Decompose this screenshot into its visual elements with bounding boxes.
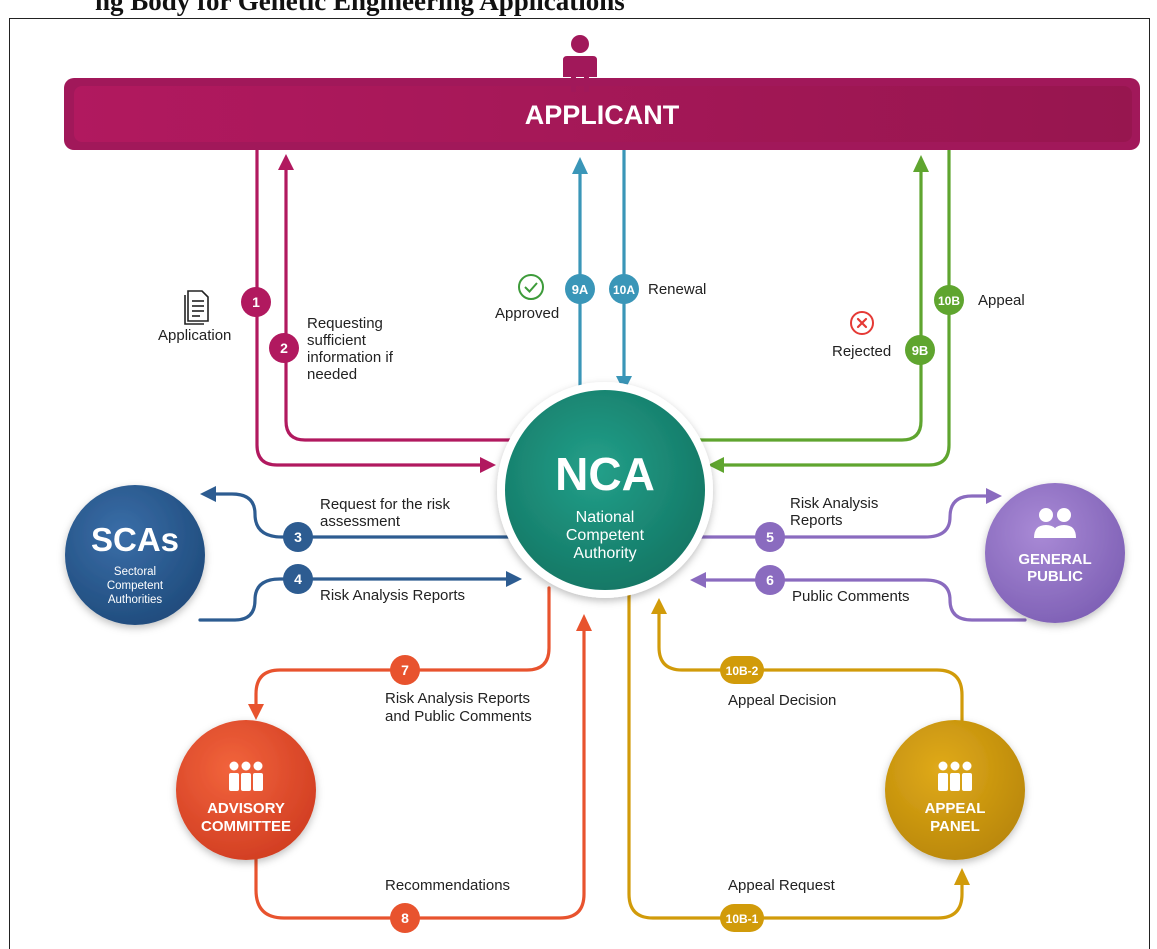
label-appeal-decision: Appeal Decision — [728, 692, 836, 709]
step-10a: 10A — [613, 283, 635, 297]
advisory-line1: ADVISORY — [207, 800, 285, 817]
arrow-request-risk-assessment — [212, 492, 510, 539]
step-2: 2 — [280, 340, 288, 356]
label-requesting-2: sufficient — [307, 332, 367, 349]
label-requesting-4: needed — [307, 366, 357, 383]
label-risk-reports-public-1: Risk Analysis — [790, 495, 878, 512]
label-approved: Approved — [495, 305, 559, 322]
check-circle-icon — [518, 274, 544, 300]
label-recommendations: Recommendations — [385, 877, 510, 894]
nca-line1: National — [576, 509, 635, 526]
step-badges — [241, 274, 964, 933]
scas-abbr: SCAs — [91, 521, 179, 558]
arrow-recommendations — [254, 628, 586, 920]
general-public-line1: GENERAL — [1018, 551, 1091, 568]
document-icon — [184, 290, 209, 325]
arrow-appeal — [720, 148, 951, 467]
label-risk-reports-scas: Risk Analysis Reports — [320, 587, 465, 604]
step-7: 7 — [401, 662, 409, 678]
arrow-requesting-information — [284, 166, 514, 442]
step-5: 5 — [766, 529, 774, 545]
arrow-reports-to-advisory — [254, 586, 551, 707]
step-9b: 9B — [912, 343, 929, 358]
page-heading-text: ng Body for Genetic Engineering Applicat… — [95, 0, 625, 16]
scas-line3: Authorities — [108, 594, 163, 606]
appeal-panel-line2: PANEL — [930, 818, 980, 835]
arrow-appeal-decision — [657, 610, 964, 722]
people-icon — [1034, 508, 1076, 538]
applicant-bar — [64, 78, 1140, 150]
step-6: 6 — [766, 572, 774, 588]
label-application: Application — [158, 327, 231, 344]
label-appeal-request: Appeal Request — [728, 877, 836, 894]
step-1: 1 — [252, 294, 260, 310]
nca-line2: Competent — [566, 527, 645, 544]
label-risk-and-comments-2: and Public Comments — [385, 708, 532, 725]
label-rejected: Rejected — [832, 343, 891, 360]
arrow-risk-reports-to-public — [698, 494, 990, 539]
nca-abbr: NCA — [555, 448, 655, 500]
label-appeal: Appeal — [978, 292, 1025, 309]
arrow-risk-reports-to-nca — [198, 577, 510, 622]
x-circle-icon — [850, 311, 874, 335]
applicant-title: APPLICANT — [525, 100, 680, 130]
label-public-comments: Public Comments — [792, 588, 910, 605]
label-requesting-3: information if — [307, 349, 394, 366]
label-requesting-1: Requesting — [307, 315, 383, 332]
label-risk-reports-public-2: Reports — [790, 512, 843, 529]
step-10b: 10B — [938, 294, 960, 308]
nca-node — [497, 382, 713, 598]
appeal-panel-line1: APPEAL — [925, 800, 986, 817]
general-public-line2: PUBLIC — [1027, 568, 1083, 585]
step-10b-2: 10B-2 — [726, 664, 759, 678]
step-8: 8 — [401, 910, 409, 926]
diagram-frame — [9, 18, 1150, 949]
scas-line1: Sectoral — [114, 566, 156, 578]
step-10b-1: 10B-1 — [726, 912, 759, 926]
scas-node — [65, 485, 205, 625]
label-risk-and-comments-1: Risk Analysis Reports — [385, 690, 530, 707]
step-4: 4 — [294, 571, 302, 587]
label-renewal: Renewal — [648, 281, 706, 298]
page-heading: ng Body for Genetic Engineering Applicat… — [0, 0, 1157, 18]
scas-line2: Competent — [107, 580, 164, 592]
general-public-node — [985, 483, 1125, 623]
group-icon — [938, 761, 972, 791]
arrow-public-comments — [702, 578, 1027, 622]
arrow-rejected — [686, 168, 923, 442]
label-request-risk-1: Request for the risk — [320, 496, 451, 513]
arrowheads — [200, 154, 1002, 885]
step-9a: 9A — [572, 282, 589, 297]
step-3: 3 — [294, 529, 302, 545]
person-icon — [563, 35, 597, 92]
arrow-application — [255, 148, 484, 467]
group-icon — [229, 761, 263, 791]
label-request-risk-2: assessment — [320, 513, 401, 530]
advisory-line2: COMMITTEE — [201, 818, 291, 835]
nca-line3: Authority — [573, 545, 636, 562]
arrow-appeal-request — [627, 586, 964, 920]
